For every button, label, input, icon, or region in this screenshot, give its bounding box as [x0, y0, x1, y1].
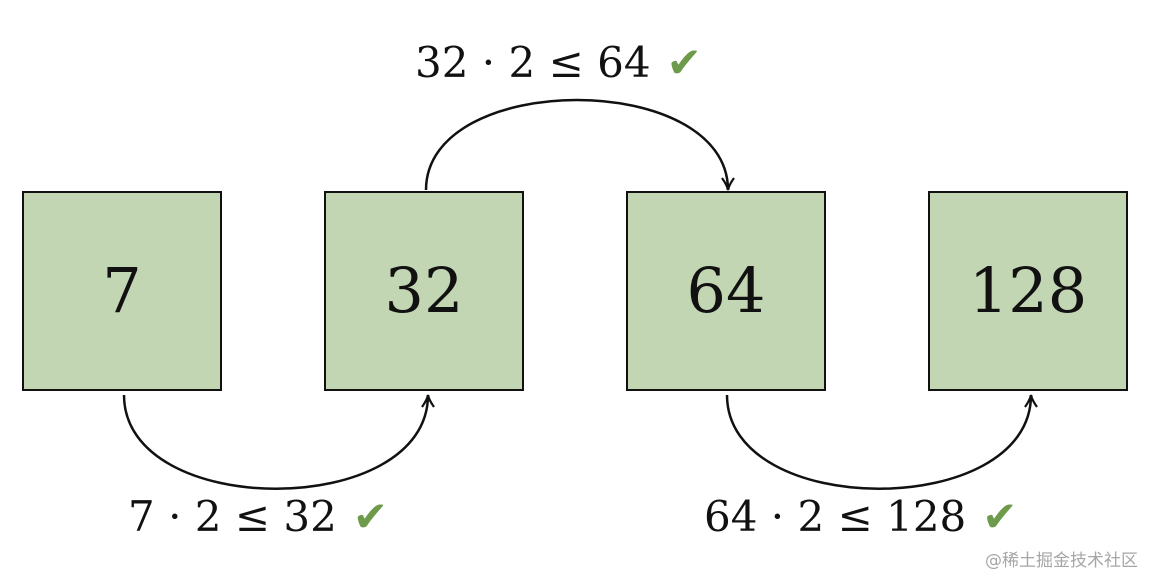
- arrow-64-to-128: [725, 394, 1038, 490]
- checkmark-icon: ✔: [352, 492, 389, 541]
- box-value: 7: [102, 254, 142, 327]
- condition-text: 7 · 2 ≤ 32: [128, 492, 337, 541]
- condition-label-32-64: 32 · 2 ≤ 64 ✔: [415, 42, 702, 84]
- box-value: 64: [686, 254, 766, 327]
- box-value: 32: [384, 254, 464, 327]
- checkmark-icon: ✔: [982, 492, 1018, 541]
- box-value: 128: [968, 254, 1088, 327]
- box-64: 64: [626, 191, 826, 391]
- condition-text: 32 · 2 ≤ 64: [415, 38, 651, 87]
- box-128: 128: [928, 191, 1128, 391]
- watermark: @稀土掘金技术社区: [985, 551, 1138, 571]
- condition-text: 64 · 2 ≤ 128: [704, 492, 967, 541]
- box-7: 7: [22, 191, 222, 391]
- checkmark-icon: ✔: [666, 38, 702, 87]
- box-32: 32: [324, 191, 524, 391]
- condition-label-64-128: 64 · 2 ≤ 128 ✔: [704, 496, 1017, 538]
- condition-label-7-32: 7 · 2 ≤ 32 ✔: [128, 496, 388, 538]
- arrow-32-to-64: [424, 98, 735, 191]
- arrow-7-to-32: [122, 394, 435, 490]
